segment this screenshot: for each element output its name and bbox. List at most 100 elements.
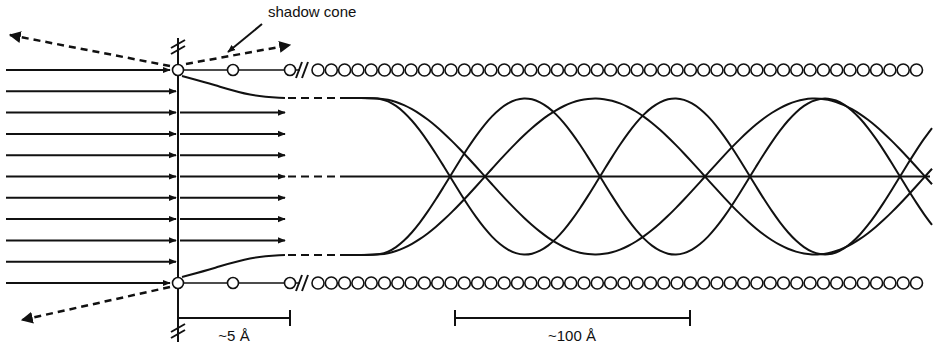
lattice-atom xyxy=(671,64,683,76)
lattice-atom xyxy=(857,277,869,289)
lattice-atom xyxy=(445,277,457,289)
leader-arrow xyxy=(228,24,262,52)
lattice-atom xyxy=(618,277,630,289)
lattice-atom xyxy=(339,64,351,76)
lattice-atom xyxy=(352,277,364,289)
deflected-path xyxy=(182,255,285,277)
lattice-atom xyxy=(738,64,750,76)
dashed-path xyxy=(288,176,340,178)
lattice-atom xyxy=(512,277,524,289)
dashed-path xyxy=(288,97,340,99)
channel-arrow xyxy=(180,197,285,199)
lattice-atom xyxy=(645,277,657,289)
lattice-atom xyxy=(325,277,337,289)
lattice-atom xyxy=(671,277,683,289)
lattice-atom xyxy=(911,277,923,289)
lattice-atom xyxy=(804,64,816,76)
beam-arrow xyxy=(6,218,176,220)
lattice-atom xyxy=(817,277,829,289)
lattice-atom xyxy=(379,277,391,289)
lattice-atom xyxy=(312,277,324,289)
lattice-atom xyxy=(418,277,430,289)
lattice-atom xyxy=(565,277,577,289)
beam-arrow xyxy=(6,90,176,92)
lattice-atom xyxy=(791,64,803,76)
lattice-atom xyxy=(658,64,670,76)
lattice-atom xyxy=(778,277,790,289)
beam-arrow xyxy=(6,133,176,135)
beam-arrow xyxy=(6,176,176,178)
beam-arrow xyxy=(6,112,176,114)
beam-arrow xyxy=(6,239,176,241)
lattice-atom xyxy=(312,64,324,76)
lattice-atom xyxy=(605,64,617,76)
lattice-atom xyxy=(711,277,723,289)
lattice-atom xyxy=(698,277,710,289)
lattice-atom xyxy=(472,64,484,76)
beam-arrow xyxy=(6,154,176,156)
channel-arrow xyxy=(180,176,285,178)
lattice-atom xyxy=(485,64,497,76)
beam-arrow xyxy=(6,261,176,263)
lattice-atom xyxy=(631,64,643,76)
lattice-atom xyxy=(525,64,537,76)
lattice-atom xyxy=(432,64,444,76)
lattice-atom xyxy=(538,64,550,76)
lattice-atom xyxy=(698,64,710,76)
lattice-atom xyxy=(817,64,829,76)
lattice-atom xyxy=(392,277,404,289)
lattice-atom xyxy=(857,64,869,76)
lattice-atom xyxy=(764,277,776,289)
lattice-atom xyxy=(724,64,736,76)
lattice-atom xyxy=(538,277,550,289)
lattice-atom xyxy=(804,277,816,289)
lattice-atom xyxy=(844,64,856,76)
lattice-atom xyxy=(379,64,391,76)
lattice-atom xyxy=(618,64,630,76)
lattice-atom xyxy=(339,277,351,289)
scattered-ions xyxy=(10,35,290,320)
lattice-atom xyxy=(458,277,470,289)
lattice-atom xyxy=(751,277,763,289)
lattice-atom xyxy=(871,277,883,289)
lattice-atom xyxy=(498,277,510,289)
lattice-atom xyxy=(591,64,603,76)
lattice-atom xyxy=(525,277,537,289)
lattice-atom xyxy=(658,277,670,289)
surface-line xyxy=(171,38,185,342)
lattice-atom xyxy=(645,64,657,76)
dimension-label: ~100 Å xyxy=(546,328,598,345)
surface-atom xyxy=(285,278,296,289)
dimension-label: ~5 Å xyxy=(216,328,251,345)
lattice-atom xyxy=(764,64,776,76)
surface-atom xyxy=(285,65,296,76)
lattice-atom xyxy=(551,277,563,289)
incoming-beam xyxy=(6,70,176,283)
lattice-atom xyxy=(871,64,883,76)
lattice-atom xyxy=(392,64,404,76)
lattice-atom xyxy=(911,64,923,76)
oscillating-trajectory xyxy=(340,98,932,255)
lattice-atom xyxy=(405,277,417,289)
deflected-path xyxy=(182,76,285,98)
lattice-atom xyxy=(751,64,763,76)
channel-trajectories xyxy=(180,76,932,277)
lattice-atom xyxy=(365,277,377,289)
lattice-atom xyxy=(418,64,430,76)
beam-arrow xyxy=(6,69,170,71)
beam-arrow xyxy=(6,197,176,199)
channel-arrow xyxy=(180,154,285,156)
lattice-atom xyxy=(432,277,444,289)
atom-rows xyxy=(173,62,923,291)
lattice-atom xyxy=(897,277,909,289)
lattice-atom xyxy=(831,64,843,76)
channel-arrow xyxy=(180,133,285,135)
surface-atom xyxy=(228,278,239,289)
axial-trajectory xyxy=(340,176,930,178)
lattice-atom xyxy=(352,64,364,76)
lattice-atom xyxy=(405,64,417,76)
lattice-atom xyxy=(778,64,790,76)
lattice-atom xyxy=(738,277,750,289)
